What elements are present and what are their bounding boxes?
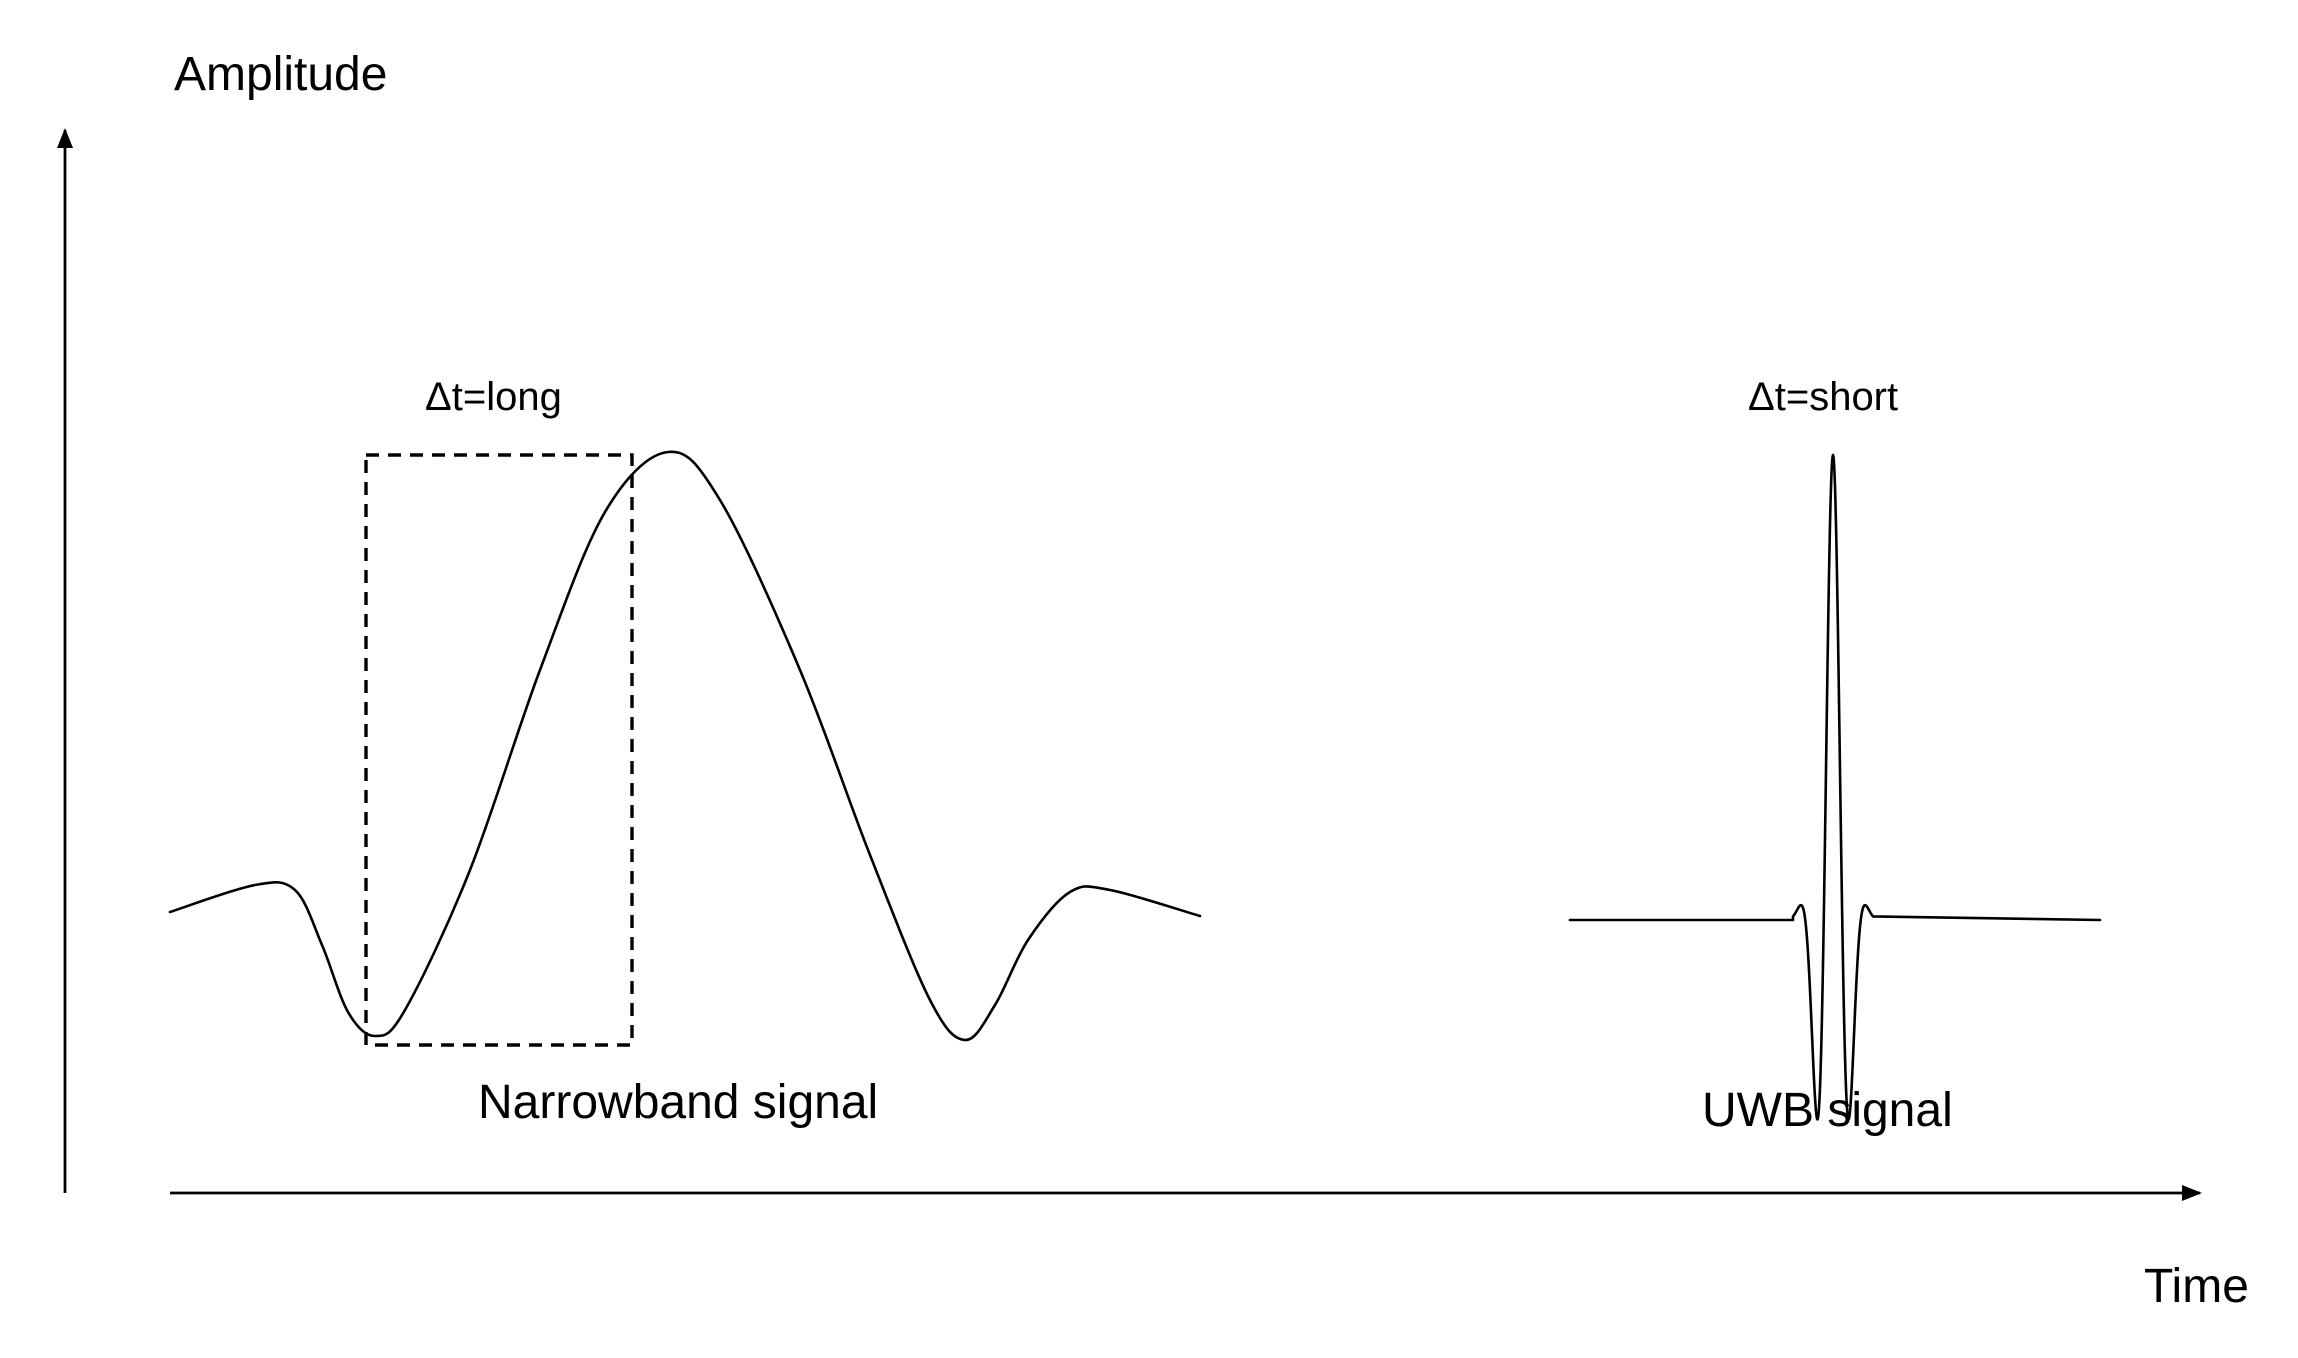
uwb-caption: UWB signal: [1702, 1084, 1953, 1137]
narrowband-window-label: Δt=long: [425, 375, 562, 419]
y-axis-label: Amplitude: [174, 48, 387, 101]
x-axis-label: Time: [2144, 1260, 2249, 1313]
narrowband-caption: Narrowband signal: [478, 1076, 878, 1129]
uwb-window-label: Δt=short: [1748, 375, 1898, 419]
uwb-pulse-waveform: [1568, 453, 2102, 1121]
narrowband-time-window: [364, 453, 634, 1047]
narrowband-waveform: [168, 450, 1202, 1042]
